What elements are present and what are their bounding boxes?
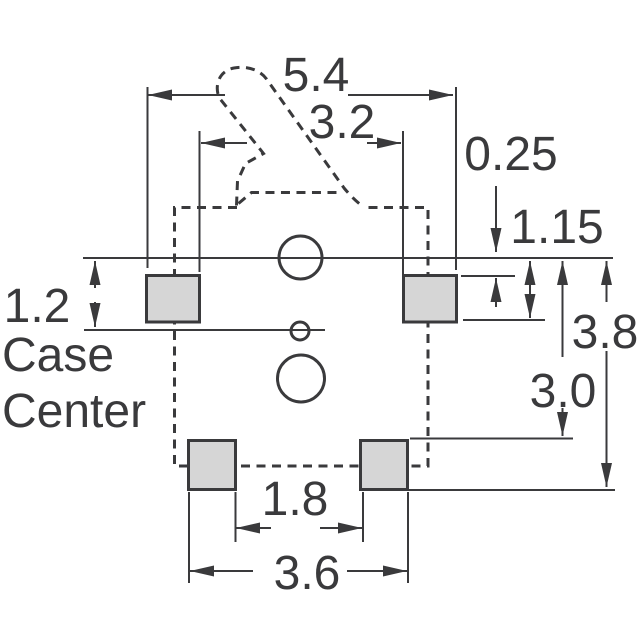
actuator-lever-outline — [215, 65, 364, 208]
dim-label-3-8: 3.8 — [572, 306, 639, 359]
dim-label-1-8: 1.8 — [262, 473, 329, 526]
upper-left-pad — [145, 274, 201, 324]
dim-label-1-15: 1.15 — [510, 201, 603, 254]
dim-label-1-2: 1.2 — [4, 280, 71, 333]
top-guide-circle — [277, 234, 324, 281]
actuator-base-line — [237, 191, 342, 205]
dim-label-0-25: 0.25 — [464, 128, 557, 181]
case-center-label-line1: Case — [2, 329, 114, 382]
dim-label-3-2: 3.2 — [309, 96, 376, 149]
dim-label-3-6: 3.6 — [274, 547, 341, 600]
bottom-guide-circle — [276, 353, 326, 404]
dim-label-3-0: 3.0 — [530, 365, 597, 418]
lower-left-pad — [187, 439, 237, 491]
case-center-point-circle — [289, 320, 311, 342]
case-center-label-line2: Center — [2, 385, 146, 438]
switch-body-outline — [173, 206, 430, 468]
dim-label-5-4: 5.4 — [283, 49, 350, 102]
upper-right-pad — [402, 274, 458, 324]
lower-right-pad — [359, 439, 409, 491]
